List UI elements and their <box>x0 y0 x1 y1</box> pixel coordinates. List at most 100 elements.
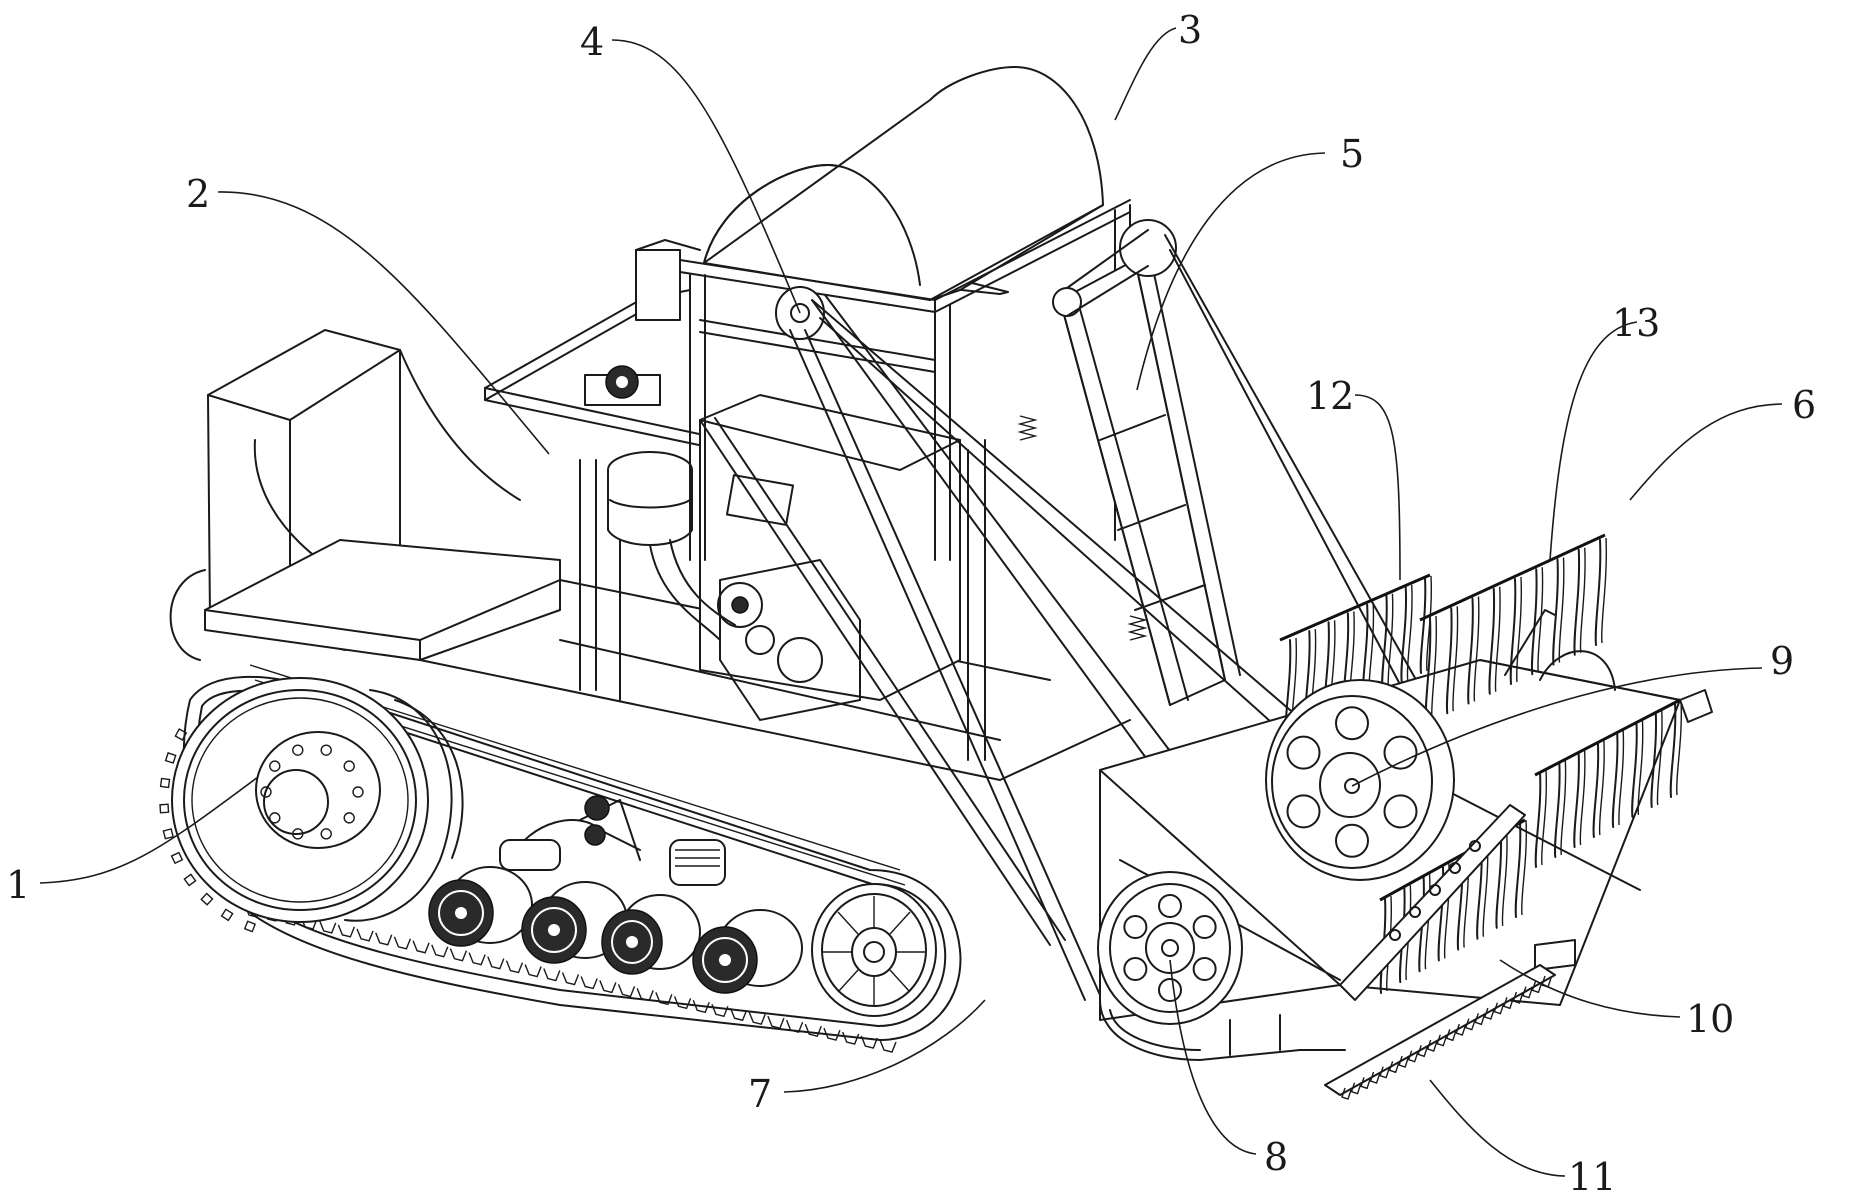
tine <box>1552 558 1559 666</box>
cutter-tooth <box>1445 1029 1457 1042</box>
tread-tooth <box>412 940 430 954</box>
pulley-hole <box>1383 735 1418 770</box>
tread-tooth <box>748 1011 766 1026</box>
tread-tooth <box>505 960 524 974</box>
tread-tooth <box>655 992 673 1006</box>
tread-tooth <box>393 936 412 950</box>
tread-tooth <box>543 968 561 982</box>
tread-tooth <box>487 956 505 970</box>
tread-tooth <box>692 1000 710 1014</box>
tread-tooth <box>804 1023 822 1037</box>
drive-wheel <box>171 677 464 923</box>
tread-tooth <box>319 920 337 934</box>
tine <box>1501 830 1508 926</box>
tread-tooth <box>337 924 356 938</box>
hub-bolt <box>269 812 281 824</box>
tine <box>1515 576 1523 683</box>
tine-row <box>1534 699 1683 868</box>
hub-bolt <box>269 760 281 772</box>
tread-tooth <box>823 1027 841 1041</box>
tine <box>1631 721 1638 818</box>
tine <box>1488 587 1496 695</box>
tine <box>1494 586 1501 692</box>
chassis <box>169 329 1131 781</box>
cutter-tooth <box>1388 1061 1400 1074</box>
callout-7: 7 <box>748 1072 772 1116</box>
pulley-hole <box>1123 915 1148 939</box>
cutter-tooth <box>1493 1002 1505 1015</box>
cutter-tooth <box>1350 1082 1362 1095</box>
tine <box>1425 575 1433 672</box>
hub-bolt <box>260 786 272 798</box>
roller <box>601 894 701 975</box>
tine <box>1637 719 1644 816</box>
tine <box>1381 594 1388 692</box>
tread-tooth <box>449 948 468 962</box>
tine <box>1418 875 1425 973</box>
tine <box>1406 584 1413 680</box>
tine <box>1592 741 1600 838</box>
tine <box>1675 699 1683 796</box>
tine <box>1579 749 1586 846</box>
tread-tooth <box>431 944 449 958</box>
tread-tooth <box>841 1031 860 1045</box>
tread-tooth <box>356 928 374 942</box>
tread-tooth <box>220 908 234 922</box>
tread-tooth <box>174 728 188 741</box>
callout-3: 3 <box>1178 8 1202 52</box>
tread-tooth <box>785 1019 804 1033</box>
front-housing <box>1099 999 1346 1061</box>
tine <box>1669 701 1677 798</box>
callout-4: 4 <box>580 20 604 64</box>
pulley-hole <box>1192 915 1217 939</box>
callout-5: 5 <box>1340 132 1364 176</box>
tread-tooth <box>524 964 542 978</box>
pulley-hole <box>1286 794 1321 829</box>
tine <box>1573 548 1581 656</box>
tine <box>1452 606 1459 712</box>
cutter-tooth <box>1398 1055 1409 1068</box>
tread-tooth <box>561 972 580 986</box>
tine <box>1553 761 1561 858</box>
callout-2: 2 <box>186 172 210 216</box>
tine <box>1534 771 1542 868</box>
callout-1: 1 <box>6 863 30 907</box>
tread-tooth <box>243 920 257 933</box>
tine <box>1598 739 1605 836</box>
tine <box>1473 596 1480 702</box>
tine <box>1573 751 1580 848</box>
tread-tooth <box>879 1039 897 1053</box>
callout-6: 6 <box>1792 383 1816 427</box>
cutter-tooth <box>1426 1039 1438 1052</box>
elevator-conveyor <box>1017 219 1241 706</box>
pulley-hole <box>1123 957 1148 981</box>
pulley-hole <box>1383 794 1418 829</box>
hub-bolt <box>343 760 355 772</box>
callout-labels: 1 2 3 4 5 6 7 8 9 10 11 12 13 <box>6 8 1816 1199</box>
hub-bolt <box>320 744 332 756</box>
tine <box>1594 539 1602 646</box>
tread-tooth <box>375 932 393 946</box>
pulley-hole <box>1192 957 1217 981</box>
tine <box>1509 578 1517 685</box>
cutter-tooth <box>1464 1018 1476 1031</box>
tine <box>1514 821 1522 918</box>
roller <box>428 866 533 947</box>
callout-13: 13 <box>1612 301 1660 345</box>
tread-tooth <box>580 976 598 990</box>
hub-bolt <box>292 744 304 756</box>
tine <box>1537 567 1544 673</box>
tine <box>1611 731 1619 828</box>
hub-bolt <box>292 828 304 840</box>
small-pulley <box>1097 871 1243 1025</box>
callout-11: 11 <box>1568 1155 1616 1199</box>
tine <box>1495 831 1503 929</box>
tine <box>1558 557 1565 663</box>
tread-tooth <box>729 1007 748 1022</box>
cutter-tooth <box>1369 1071 1381 1084</box>
tread-tooth <box>636 988 654 1002</box>
callout-9: 9 <box>1770 639 1794 683</box>
leader-lines <box>39 27 1783 1177</box>
tread-tooth <box>183 873 197 887</box>
